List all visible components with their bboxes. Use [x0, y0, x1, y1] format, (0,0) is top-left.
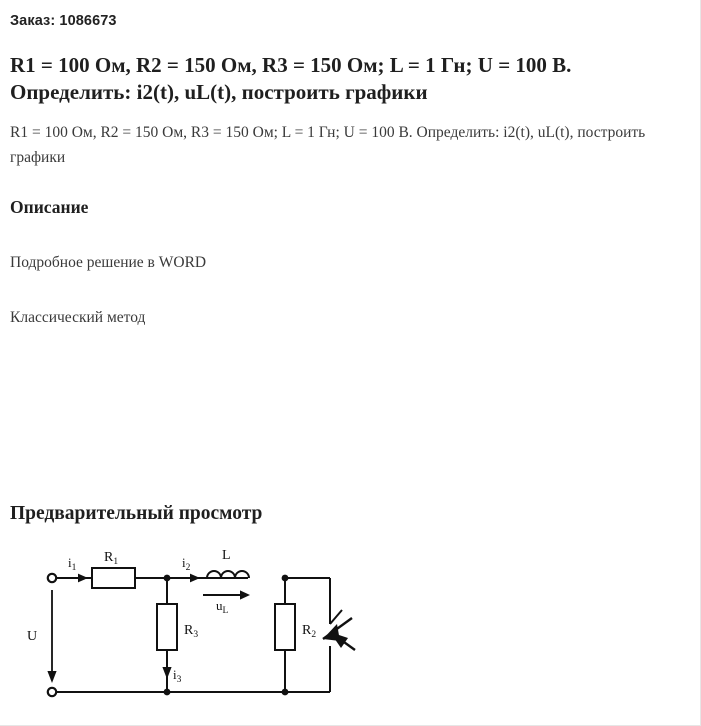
label-current-i1: i1 [68, 555, 77, 573]
description-paragraph: Классический метод [10, 309, 146, 326]
label-inductor-L: L [222, 548, 231, 563]
description-heading: Описание [10, 197, 89, 217]
current-i1-arrow-icon [61, 573, 88, 583]
source-voltage-arrow-icon [47, 590, 57, 683]
page-title: R1 = 100 Ом, R2 = 150 Ом, R3 = 150 Ом; L… [10, 53, 572, 104]
current-i2-arrow-icon [176, 573, 200, 583]
switch-symbol [322, 609, 356, 651]
junction-node-bottom-left [163, 688, 171, 696]
junction-node-bottom-right [281, 688, 289, 696]
description-paragraph: Подробное решение в WORD [10, 254, 207, 271]
label-resistor-R1: R1 [104, 550, 118, 567]
task-summary-text: R1 = 100 Ом, R2 = 150 Ом, R3 = 150 Ом; L… [10, 124, 646, 166]
label-resistor-R3: R3 [184, 623, 198, 640]
resistor-R3-symbol [156, 603, 178, 651]
description-body: Подробное решение в WORD Классический ме… [10, 250, 686, 330]
label-source-U: U [27, 629, 37, 644]
page-content: Заказ: 1086673 R1 = 100 Ом, R2 = 150 Ом,… [0, 0, 700, 330]
terminal-top-icon [46, 572, 58, 584]
label-inductor-voltage-uL: uL [216, 598, 229, 616]
label-resistor-R2: R2 [302, 623, 316, 640]
inductor-voltage-arrow-icon [203, 590, 250, 600]
label-current-i2: i2 [182, 555, 191, 573]
terminal-bottom-icon [46, 686, 58, 698]
circuit-schematic-svg: U i1 R1 i2 [27, 548, 356, 698]
preview-heading: Предварительный просмотр [10, 503, 263, 524]
resistor-R2-symbol [274, 603, 296, 651]
resistor-R1-symbol [91, 567, 136, 589]
current-i3-arrow-icon [162, 667, 172, 679]
order-number: Заказ: 1086673 [10, 13, 117, 29]
circuit-diagram: U i1 R1 i2 [0, 542, 400, 722]
inductor-L-symbol [200, 570, 250, 579]
label-current-i3: i3 [173, 667, 182, 685]
